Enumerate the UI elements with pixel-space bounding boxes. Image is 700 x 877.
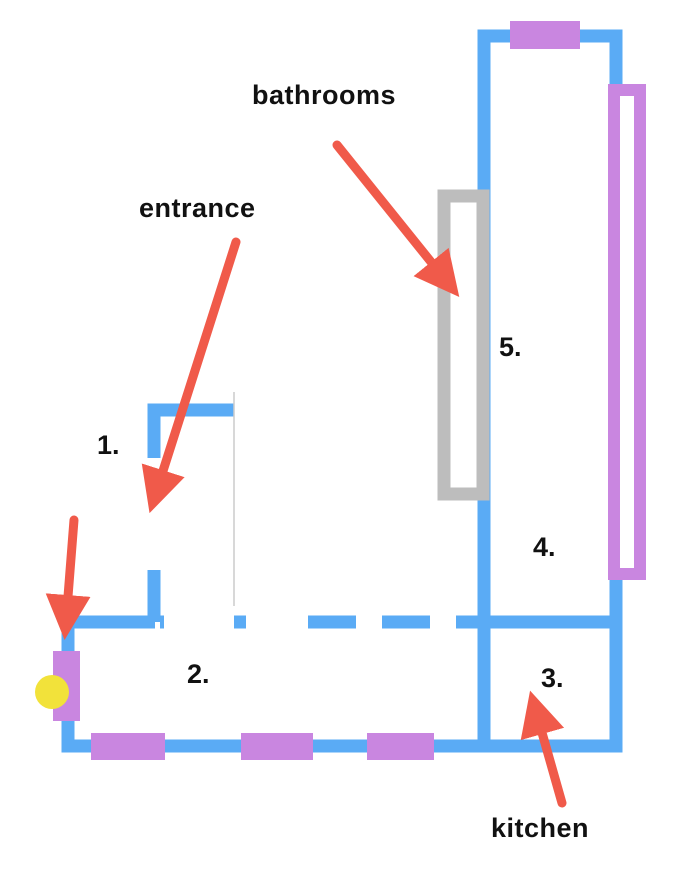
room-number-3: 3. [541, 663, 564, 693]
room-number-1: 1. [97, 430, 120, 460]
dashed-partition-gap [246, 605, 286, 639]
bathroom-block [437, 189, 490, 501]
kitchen-arrow [520, 690, 567, 808]
walls [61, 29, 623, 753]
room-number-4: 4. [533, 532, 556, 562]
window-bottom-3 [367, 733, 434, 760]
bottom-left-wall [61, 622, 484, 753]
room-number-2: 2. [187, 659, 210, 689]
vestibule-wall-cut [234, 392, 254, 604]
entrance-arrow [141, 237, 241, 514]
right-wing-outer-wall [477, 29, 623, 753]
windows [53, 21, 580, 760]
marker-arrow [45, 515, 91, 640]
location-marker [35, 675, 69, 709]
entrance-vestibule-wall [147, 403, 238, 622]
bathrooms-label: bathrooms [252, 80, 397, 110]
arrows [45, 140, 567, 808]
bathrooms-arrow [332, 140, 460, 298]
room-number-5: 5. [499, 332, 522, 362]
window-bottom-1 [91, 733, 165, 760]
window-right-tall [608, 84, 646, 580]
kitchen-label: kitchen [491, 813, 590, 843]
window-top [510, 21, 580, 49]
window-bottom-2 [241, 733, 313, 760]
entrance-label: entrance [139, 193, 256, 223]
entrance-door-gap [164, 600, 230, 640]
